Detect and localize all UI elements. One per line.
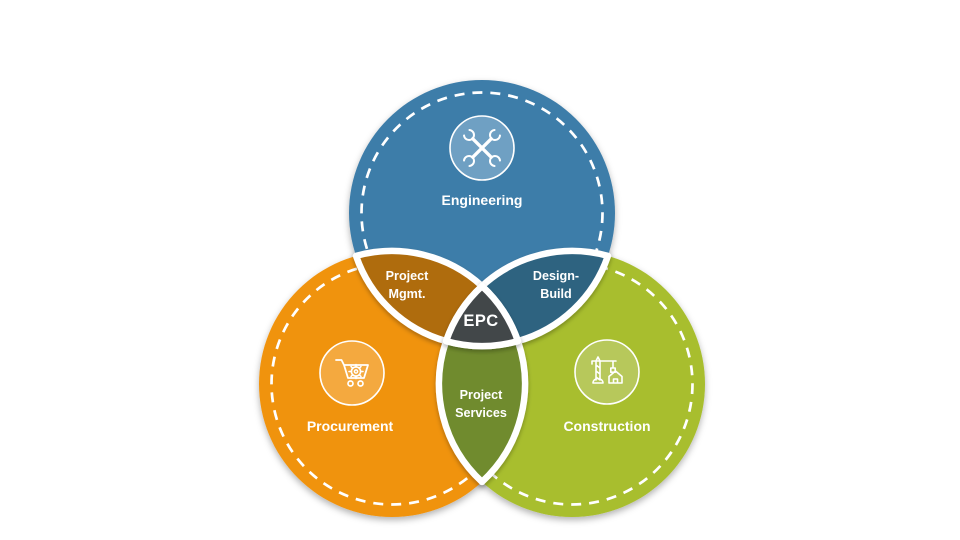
cart-outline bbox=[335, 359, 369, 379]
house-outline bbox=[608, 370, 623, 384]
epc-center-shape bbox=[442, 282, 522, 350]
project-services-label-line1: Project bbox=[460, 388, 504, 402]
crossed-wrenches-icon bbox=[449, 115, 515, 181]
gear-teeth bbox=[348, 363, 364, 380]
engineering-label: Engineering bbox=[442, 192, 523, 208]
cart-wheel-right bbox=[357, 380, 364, 387]
design-build-label-line2: Build bbox=[540, 287, 571, 301]
project-services-label-line2: Services bbox=[455, 406, 507, 420]
crane-and-house-icon bbox=[574, 339, 640, 405]
epc-center-label: EPC bbox=[463, 312, 498, 330]
construction-icon-circle bbox=[574, 339, 640, 405]
construction-label: Construction bbox=[563, 418, 650, 434]
project-mgmt-label-line2: Mgmt. bbox=[388, 287, 425, 301]
procurement-label: Procurement bbox=[307, 418, 394, 434]
wrench-shafts bbox=[471, 137, 493, 159]
project-mgmt-label-line1: Project bbox=[386, 269, 430, 283]
design-build-label-line1: Design- bbox=[533, 269, 579, 283]
wrench-heads bbox=[463, 129, 501, 167]
cart-with-gear-icon bbox=[319, 340, 385, 406]
venn-shapes bbox=[259, 80, 705, 517]
gear-hub bbox=[353, 369, 359, 374]
cart-wheel-left bbox=[347, 380, 354, 387]
